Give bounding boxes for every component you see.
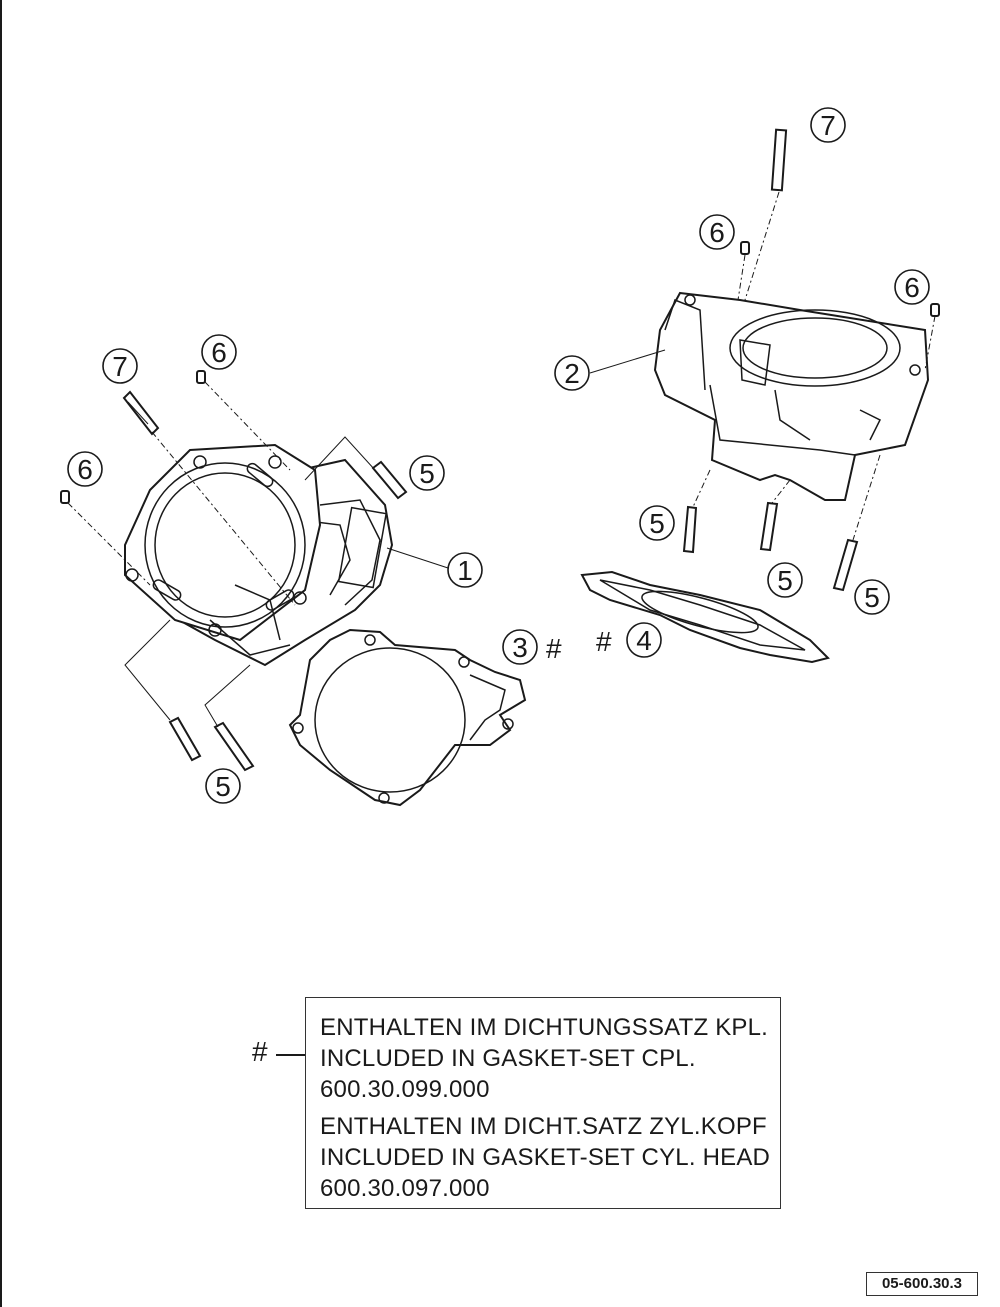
- bolt-left-lower-a: [168, 716, 202, 762]
- callout-5-left-lower: 5: [205, 768, 241, 804]
- callout-5-right-a: 5: [639, 505, 675, 541]
- legend-line-de: ENTHALTEN IM DICHTUNGSSATZ KPL.: [320, 1014, 769, 1041]
- legend-line-en: INCLUDED IN GASKET-SET CPL.: [320, 1045, 696, 1072]
- cylinder-right-view: [653, 291, 930, 501]
- dowel-pin-left-side: [60, 490, 70, 504]
- stud-left-part7: [122, 390, 160, 436]
- callout-5-number: 5: [864, 582, 880, 613]
- callout-2-number: 2: [564, 358, 580, 389]
- cylinder-left-view: [124, 443, 394, 667]
- exploded-view-drawing: 1 2 3 # 4 # 5 5 5 5: [60, 107, 940, 807]
- callout-5-number: 5: [419, 458, 435, 489]
- callout-6-right-upper: 6: [699, 214, 735, 250]
- legend-part-number: 600.30.099.000: [320, 1076, 490, 1103]
- callout-5-number: 5: [215, 771, 231, 802]
- callout-7-number: 7: [820, 110, 836, 141]
- callout-1-number: 1: [457, 555, 473, 586]
- callout-7-number: 7: [112, 351, 128, 382]
- callout-2: 2: [554, 355, 590, 391]
- legend-group-gasket-set-cyl-head: ENTHALTEN IM DICHT.SATZ ZYL.KOPF INCLUDE…: [320, 1111, 771, 1204]
- page-border-line: [0, 0, 2, 1307]
- bolt-right-c: [832, 538, 859, 592]
- callout-4: 4 #: [596, 622, 662, 658]
- callout-6-number: 6: [211, 337, 227, 368]
- callout-7-left: 7: [102, 348, 138, 384]
- callout-6-right-side: 6: [894, 269, 930, 305]
- callout-6-left-side: 6: [67, 451, 103, 487]
- callout-6-number: 6: [77, 454, 93, 485]
- legend-line-en: INCLUDED IN GASKET-SET CYL. HEAD: [320, 1144, 771, 1171]
- legend-line-de: ENTHALTEN IM DICHT.SATZ ZYL.KOPF: [320, 1113, 767, 1140]
- legend-leader-line: [276, 1054, 305, 1056]
- callout-6-left-upper: 6: [201, 334, 237, 370]
- callout-6-number: 6: [904, 272, 920, 303]
- head-gasket-part4: [580, 570, 830, 664]
- bolt-right-b: [759, 501, 779, 552]
- callout-4-number: 4: [636, 625, 652, 656]
- legend-hash-symbol: #: [252, 1036, 268, 1067]
- dowel-pin-right-side: [930, 303, 940, 317]
- callout-4-hash: #: [596, 626, 612, 657]
- dowel-pin-left-upper: [196, 370, 206, 384]
- base-gasket-part3: [288, 628, 527, 807]
- callout-5-number: 5: [649, 508, 665, 539]
- callout-6-number: 6: [709, 217, 725, 248]
- bolt-left-lower-b: [213, 721, 255, 772]
- stud-right-part7: [770, 128, 788, 192]
- legend-part-number: 600.30.097.000: [320, 1175, 490, 1202]
- callout-5-number: 5: [777, 565, 793, 596]
- dowel-pin-right-upper: [740, 241, 750, 255]
- callout-1: 1: [447, 552, 483, 588]
- legend-box: ENTHALTEN IM DICHTUNGSSATZ KPL. INCLUDED…: [305, 997, 781, 1209]
- legend-group-gasket-set-complete: ENTHALTEN IM DICHTUNGSSATZ KPL. INCLUDED…: [320, 1012, 769, 1105]
- callout-5-right-b: 5: [767, 562, 803, 598]
- callout-3: 3 #: [502, 629, 562, 665]
- bolt-right-a: [682, 505, 698, 554]
- bolt-left-upper-right: [371, 460, 408, 500]
- callout-3-number: 3: [512, 632, 528, 663]
- callout-3-hash: #: [546, 633, 562, 664]
- callout-5-right-c: 5: [854, 579, 890, 615]
- callout-5-left-upper: 5: [409, 455, 445, 491]
- drawing-number-label: 05-600.30.3: [866, 1272, 978, 1296]
- callout-7-right: 7: [810, 107, 846, 143]
